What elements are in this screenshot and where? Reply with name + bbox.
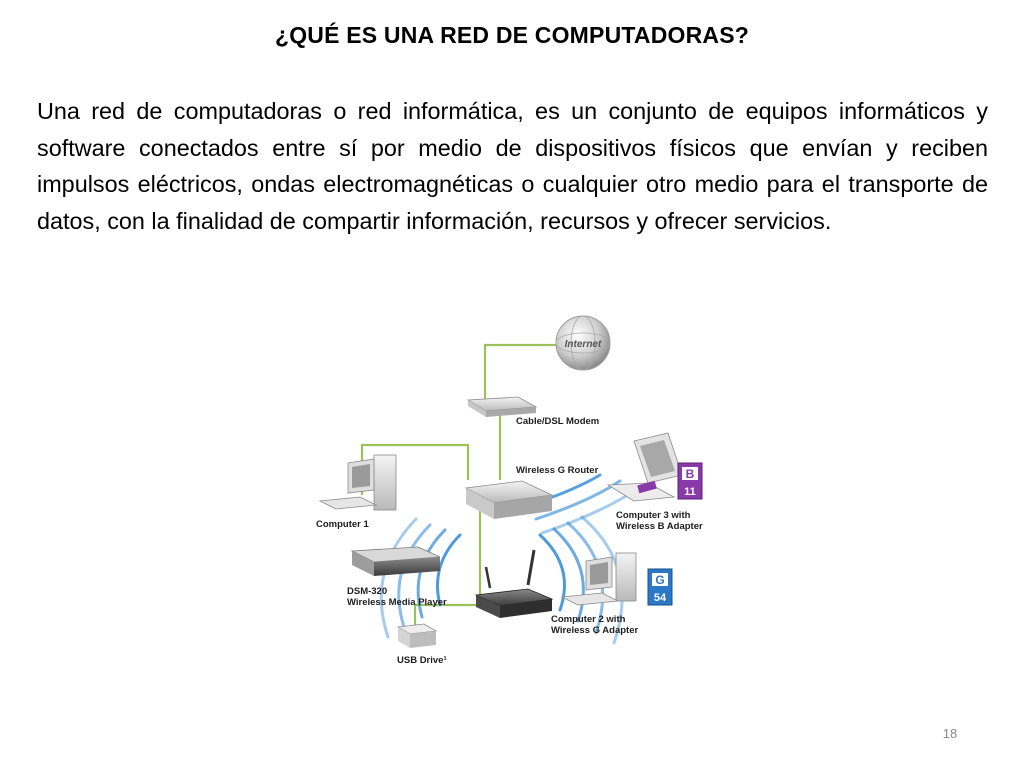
internet-globe-icon: Internet [555,315,611,371]
badge-g-number: 54 [654,592,667,604]
network-diagram: Internet Cable/DSL Modem Wireless G Rout… [290,305,750,685]
computer2-icon [560,552,637,606]
slide-title: ¿QUÉ ES UNA RED DE COMPUTADORAS? [274,22,750,48]
usb-drive-label: USB Drive¹ [397,655,447,666]
media-player-label-line2: Wireless Media Player [347,597,447,608]
page-number: 18 [942,726,958,741]
router-icon [464,480,554,519]
wireless-g-badge: G 54 [647,568,673,606]
computer3-laptop-icon [606,432,683,502]
computer3-label-line2: Wireless B Adapter [616,521,703,532]
modem-label: Cable/DSL Modem [516,416,599,427]
modem-icon [466,396,538,417]
computer2-label-line2: Wireless G Adapter [551,625,639,636]
router-label: Wireless G Router [516,465,599,476]
badge-b-letter: B [686,467,695,481]
internet-label: Internet [565,339,602,350]
wireless-b-badge: B 11 [677,462,703,500]
slide-body-text: Una red de computadoras o red informátic… [37,98,988,234]
media-player-label-line1: DSM-320 [347,586,387,597]
cable-internet-modem [483,343,558,400]
computer1-label: Computer 1 [316,519,370,530]
badge-g-letter: G [655,573,664,587]
cable-router-usb [413,510,482,627]
media-player-icon [350,546,441,576]
computer1-icon [318,454,397,511]
badge-b-number: 11 [684,486,696,498]
usb-drive-icon [396,623,438,648]
computer3-label-line1: Computer 3 with [616,510,691,521]
computer2-label-line1: Computer 2 with [551,614,626,625]
wireless-router-black-icon [474,549,554,618]
